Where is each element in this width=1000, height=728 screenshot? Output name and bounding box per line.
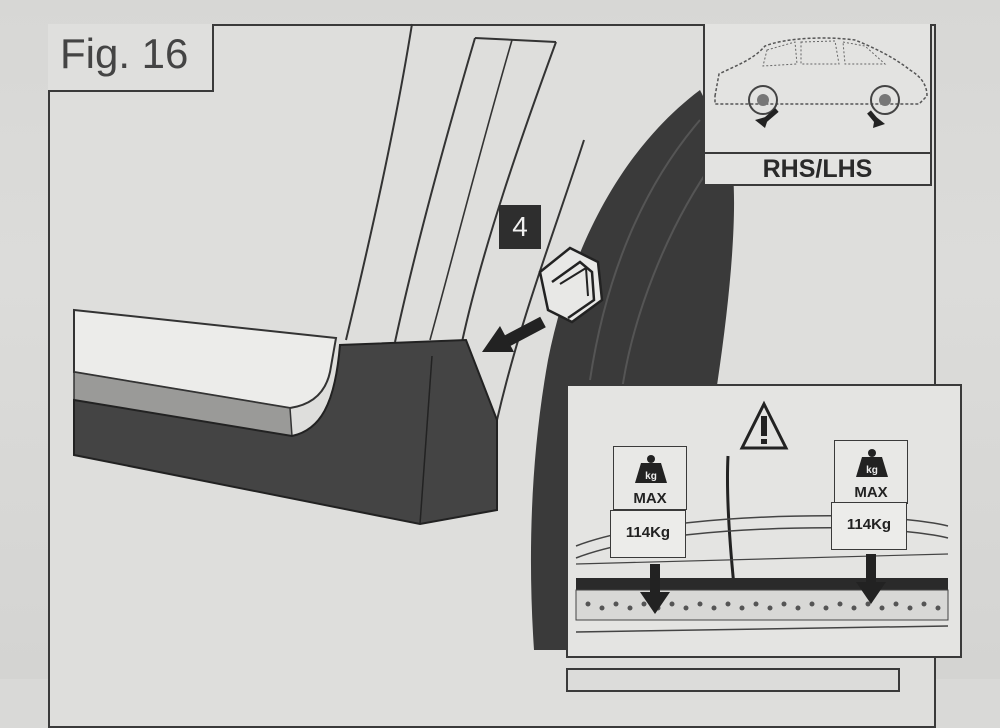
figure-label: Fig. 16 [48,24,214,92]
left-weight-box: kg MAX [613,446,687,510]
side-caption: RHS/LHS [705,152,930,184]
left-weight-value: 114Kg [610,510,686,558]
right-weight-box: kg MAX [834,440,908,504]
load-warning-inset: kg MAX 114Kg kg MAX 114Kg [566,384,962,658]
max-label: MAX [854,484,888,501]
svg-text:kg: kg [645,471,657,482]
max-label: MAX [633,490,667,507]
left-load-arrow [640,564,670,614]
clip-part [538,246,604,324]
kg-weight-icon: kg [635,455,667,483]
roof-rail-drawing [575,400,949,633]
warning-triangle-icon [739,400,789,450]
right-load-arrow [856,554,886,604]
sill-body [73,338,498,526]
car-inset: RHS/LHS [703,24,932,186]
rocker-panel-drawing [73,23,735,650]
step-number-badge: 4 [499,205,541,249]
tire-shape [530,90,735,650]
insertion-arrow [482,316,546,352]
svg-text:kg: kg [866,465,878,476]
pillar-line [345,23,413,341]
kg-weight-icon: kg [856,449,888,477]
right-weight-value: 114Kg [831,502,907,550]
car-side-view-icon [714,37,928,128]
next-figure-edge [566,668,900,692]
